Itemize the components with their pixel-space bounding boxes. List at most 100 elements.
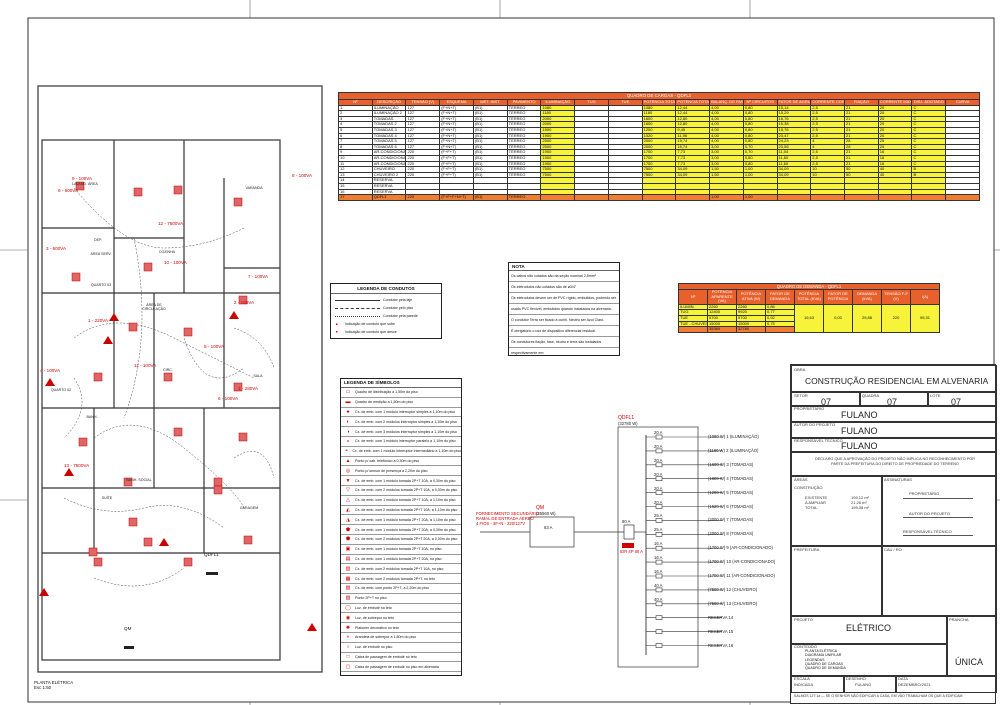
conduit-floor-item: Condutor pelo piso [335, 304, 435, 312]
breaker-symbol [655, 504, 663, 509]
conteudo-item: PLANTA ELÉTRICA [805, 649, 838, 653]
carga-cell [945, 115, 980, 123]
symbol-icon: ◉ [345, 614, 351, 621]
symbol-legend-item: ◒Cx. de emb. com 1 módulo interruptor pa… [341, 437, 461, 447]
load-label: 13 - 7500VA [64, 463, 90, 468]
conduit-up-item: ▲Indicação de conduto que sobe [335, 322, 395, 326]
symbol-icon: ▪ [341, 674, 355, 676]
circuit-breaker-rating: 16 A [654, 555, 663, 561]
room-label: QUARTO 02 [50, 388, 72, 392]
plan-caption: PLANTA ELÉTRICA Esc 1:50 [34, 680, 74, 690]
carga-header-cell: DESCRIÇÃO [371, 99, 407, 106]
carga-cell: QDFL1 [371, 194, 407, 201]
demand-header-cell: DEMANDA (kVA) [852, 289, 882, 305]
room-label: BANH. SOCIAL [126, 478, 152, 482]
conteudo-item: LEGENDAS [805, 657, 825, 662]
symbol-icon: ● [346, 408, 350, 415]
room-label: VARANDA [245, 186, 263, 190]
demand-header-cell: POTÊNCIA ATIVA (W) [736, 289, 766, 305]
circuit-description: (1520 W) 6 (TOMADAS) [708, 503, 754, 509]
carga-header-cell: FATOR DE AGRUPAMENTO [776, 99, 812, 106]
symbol-legend-item: ▭Quadro de distribuição a 1,50m do piso [341, 388, 461, 398]
room-label: SALA [253, 374, 263, 378]
setor-label: SETOR [794, 393, 808, 398]
carga-cell: (B1) [472, 194, 508, 201]
carga-cell: AR-CONDICIONADO [371, 149, 407, 156]
construcao-label: CONSTRUÇÃO [794, 485, 823, 490]
carga-cell: (F+F+F+N+T) [439, 194, 474, 201]
conteudo-item: QUADRO DE CARGAS [805, 661, 843, 666]
load-label: 6 - 100VA [218, 396, 239, 401]
load-label: 10 - 100VA [164, 260, 187, 265]
nota-box: NOTA Os cabos não cotados são da seção n… [508, 262, 620, 356]
conteudo-label: CONTEÚDO [794, 644, 817, 649]
carga-header-cell: BALANÇ. DE FASE [709, 99, 744, 106]
symbol-description: Cx. de emb. com 2 módulos tomada 2P+T, n… [355, 576, 436, 581]
arrow-up-icon: ▲ [335, 322, 339, 326]
desenho-value: FULANO [855, 682, 872, 687]
breaker-symbol [655, 601, 663, 607]
nota-line: respectivamente em: [509, 348, 619, 355]
symbol-icon: ▥ [345, 565, 351, 572]
symbol-description: Arandela de sobrepor a 1,80m do piso [355, 635, 417, 640]
demand-total-cell: 0,00 [823, 303, 853, 333]
symbol-description: Cx. de emb. com 1 módulo tomada 2P+T 10A… [355, 547, 442, 552]
resp-label: RESPONSÁVEL TÉCNICO [794, 438, 843, 443]
carga-table-title: QUADRO DE CARGAS - QDFL1 [338, 92, 980, 99]
demand-header-cell: FATOR DE POTÊNCIA [823, 289, 853, 305]
conduit-wall-item: Condutor pela parede [335, 312, 435, 320]
symbol-icon: ▤ [345, 555, 351, 562]
load-label: 2 - 160VA [234, 300, 255, 305]
carga-cell: 1,00 [709, 194, 744, 201]
total-label: TOTAL [805, 505, 818, 510]
symbol-icon: ▦ [345, 575, 351, 582]
load-label: 12 - 7500VA [158, 221, 184, 226]
symbol-icon: ○ [346, 644, 350, 651]
demand-total-cell: 29,88 [852, 303, 882, 333]
symbol-icon: ◎ [345, 467, 351, 474]
declaracao: DECLARO QUE A APROVAÇÃO DO PROJETO NÃO I… [815, 457, 975, 466]
load-label: 9 - 100VA [72, 176, 93, 181]
carga-header-cell: DISJ. ADOTADO [911, 99, 947, 106]
autor-value: FULANO [841, 426, 878, 436]
load-label: 8 - 100VA [292, 173, 313, 178]
symbol-icon: ◗ [346, 634, 350, 641]
symbol-icon: ▧ [345, 585, 351, 592]
floor-plan: 9 - 100VA 6 - 600VA 8 - 100VA 12 - 7500V… [34, 78, 329, 678]
footer-quote: SALMOS 127:1a — SE O SENHOR NÃO EDIFICAR… [794, 694, 963, 698]
symbol-icon: ▢ [345, 663, 351, 670]
carga-header-cell: Nº CIRCUITOS [742, 99, 778, 106]
load-label: 1 - 280VA [238, 386, 259, 391]
symbol-icon: ▨ [345, 595, 351, 602]
demand-cell: 35360 [707, 326, 737, 333]
conduit-ceiling-item: Condutor pela laje [335, 296, 435, 304]
symbol-description: Cx. de emb. com 1 módulo tomada 2P+T 10A… [355, 498, 456, 503]
circuit-breaker-rating: 25 A [654, 513, 663, 519]
carga-cell [844, 194, 879, 201]
symbol-description: Cx. de emb. com 1 módulo interruptor par… [355, 439, 456, 444]
symbol-icon: ▬ [345, 399, 351, 406]
load-label: 1 - 220VA [88, 318, 109, 323]
symbol-description: Caixa de passagem de embutir a 0,30m do … [355, 675, 431, 676]
carga-cell [945, 110, 980, 117]
carga-cell: TÉRREO [506, 194, 542, 201]
circuit-description: (7500 W) 12 (CHUVEIRO) [708, 586, 758, 592]
symbol-legend-item: ◭Cx. de emb. com 2 módulos tomada 2P+T 1… [341, 506, 461, 516]
quadra-value: 07 [887, 397, 898, 407]
room-label: BANH. [86, 415, 98, 419]
circuit-description: (2000 W) 7 (TOMADAS) [708, 517, 754, 523]
qm-label: QM [124, 626, 132, 631]
room-label: CIRC. [163, 368, 173, 372]
existente-value: 199,12 m² [851, 495, 870, 500]
circuit-description: (7500 W) 13 (CHUVEIRO) [708, 600, 758, 606]
symbol-legend-item: ▨Ponto 2P+T no piso [341, 594, 461, 604]
demand-cell: 0,75 [765, 320, 795, 328]
prancha-value: ÚNICA [955, 657, 984, 667]
unifilar-drawing [480, 426, 722, 668]
projeto-value: ELÉTRICO [846, 623, 892, 633]
circuit-breaker-rating: 16 A [654, 541, 663, 547]
